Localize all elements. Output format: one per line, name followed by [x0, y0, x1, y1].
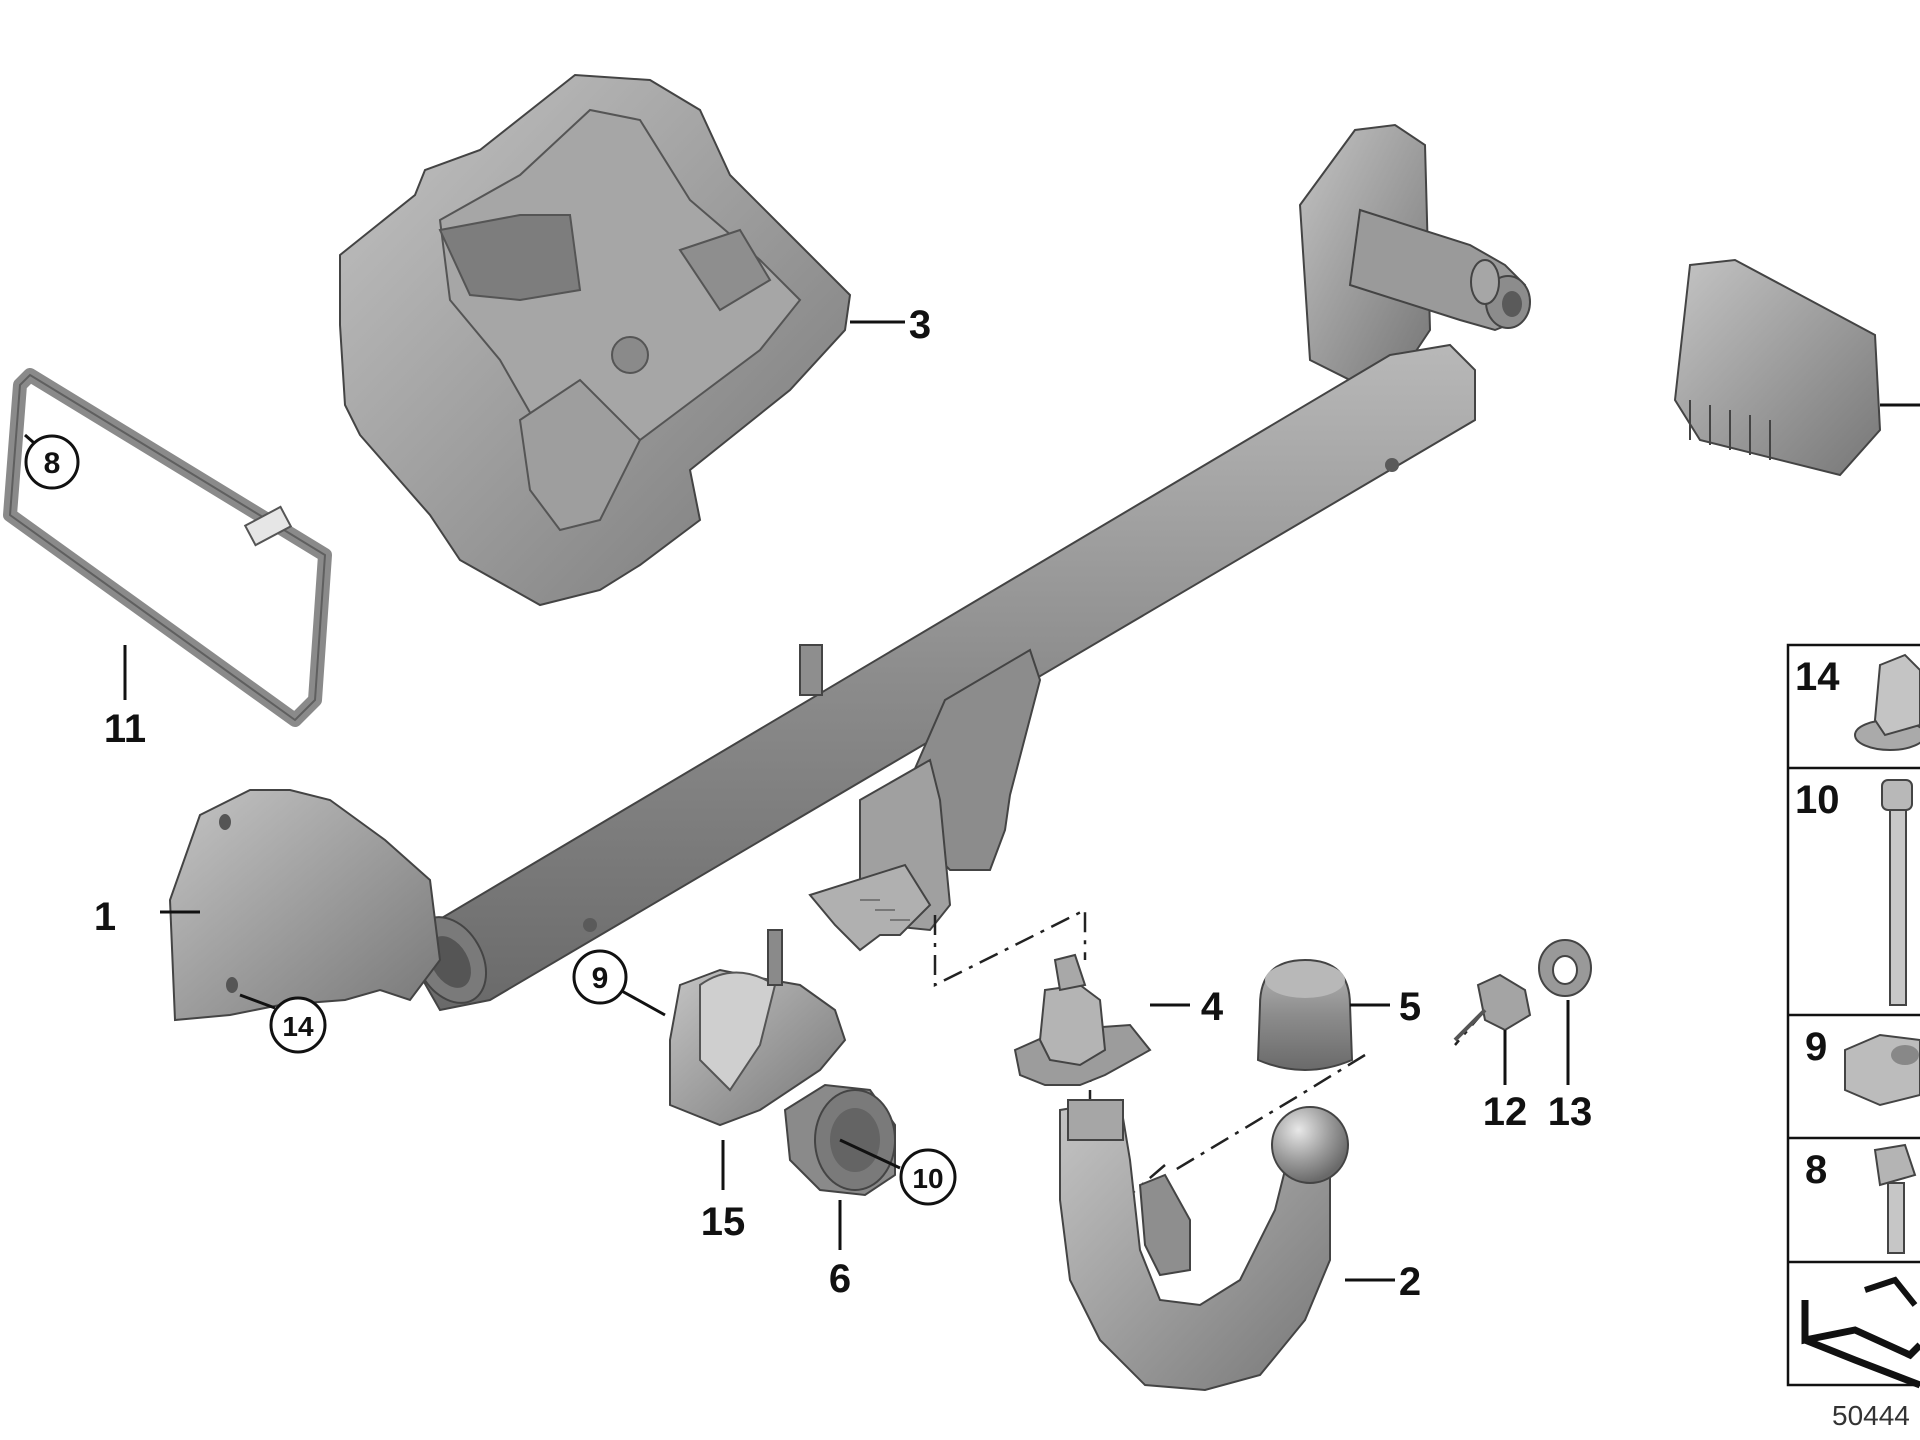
short-bolt-icon [1873, 1143, 1917, 1254]
legend-item-9: 9 [1805, 1025, 1827, 1069]
protective-cap-part [1256, 958, 1354, 1071]
screw-part [1453, 973, 1532, 1042]
long-bolt-icon [1881, 779, 1913, 1006]
legend-item-14: 14 [1795, 655, 1840, 699]
callout-15: 15 [701, 1200, 746, 1244]
ball-neck-part [1059, 1098, 1349, 1392]
callout-13: 13 [1548, 1090, 1593, 1134]
callout-5: 5 [1399, 985, 1421, 1029]
washer-part [1538, 939, 1592, 997]
diagram-reference-number: 50444 [1832, 1400, 1910, 1431]
towbar-crossmember-part [168, 123, 1531, 1022]
callout-1: 1 [94, 895, 116, 939]
callout-12: 12 [1483, 1090, 1528, 1134]
hex-nut-icon [1844, 1033, 1920, 1107]
circled-callout-9: 9 [592, 962, 609, 995]
legend-item-8: 8 [1805, 1148, 1827, 1192]
fastener-legend-panel: 14 10 9 8 [1786, 643, 1920, 1389]
leader-lines [24, 320, 1570, 1282]
storage-tray-part [339, 73, 852, 607]
callout-2: 2 [1399, 1260, 1421, 1304]
callout-11: 11 [104, 707, 146, 751]
callout-numbers: 1 2 3 4 5 6 11 12 13 15 [94, 303, 1592, 1304]
repair-set-symbol-icon [1801, 1276, 1920, 1389]
callout-4: 4 [1201, 985, 1224, 1029]
callout-6: 6 [829, 1257, 851, 1301]
strap-frame-part [3, 368, 332, 727]
plug-bracket-part [669, 929, 847, 1127]
legend-item-10: 10 [1795, 778, 1840, 822]
control-module-part [1673, 258, 1920, 477]
circled-callout-14: 14 [282, 1011, 314, 1042]
circled-callouts: 8 9 10 14 [24, 434, 957, 1206]
callout-3: 3 [909, 303, 931, 347]
circled-callout-10: 10 [912, 1163, 943, 1194]
flange-nut-icon [1854, 653, 1920, 751]
circled-callout-8: 8 [44, 447, 61, 480]
socket-holder-part [1013, 953, 1152, 1086]
